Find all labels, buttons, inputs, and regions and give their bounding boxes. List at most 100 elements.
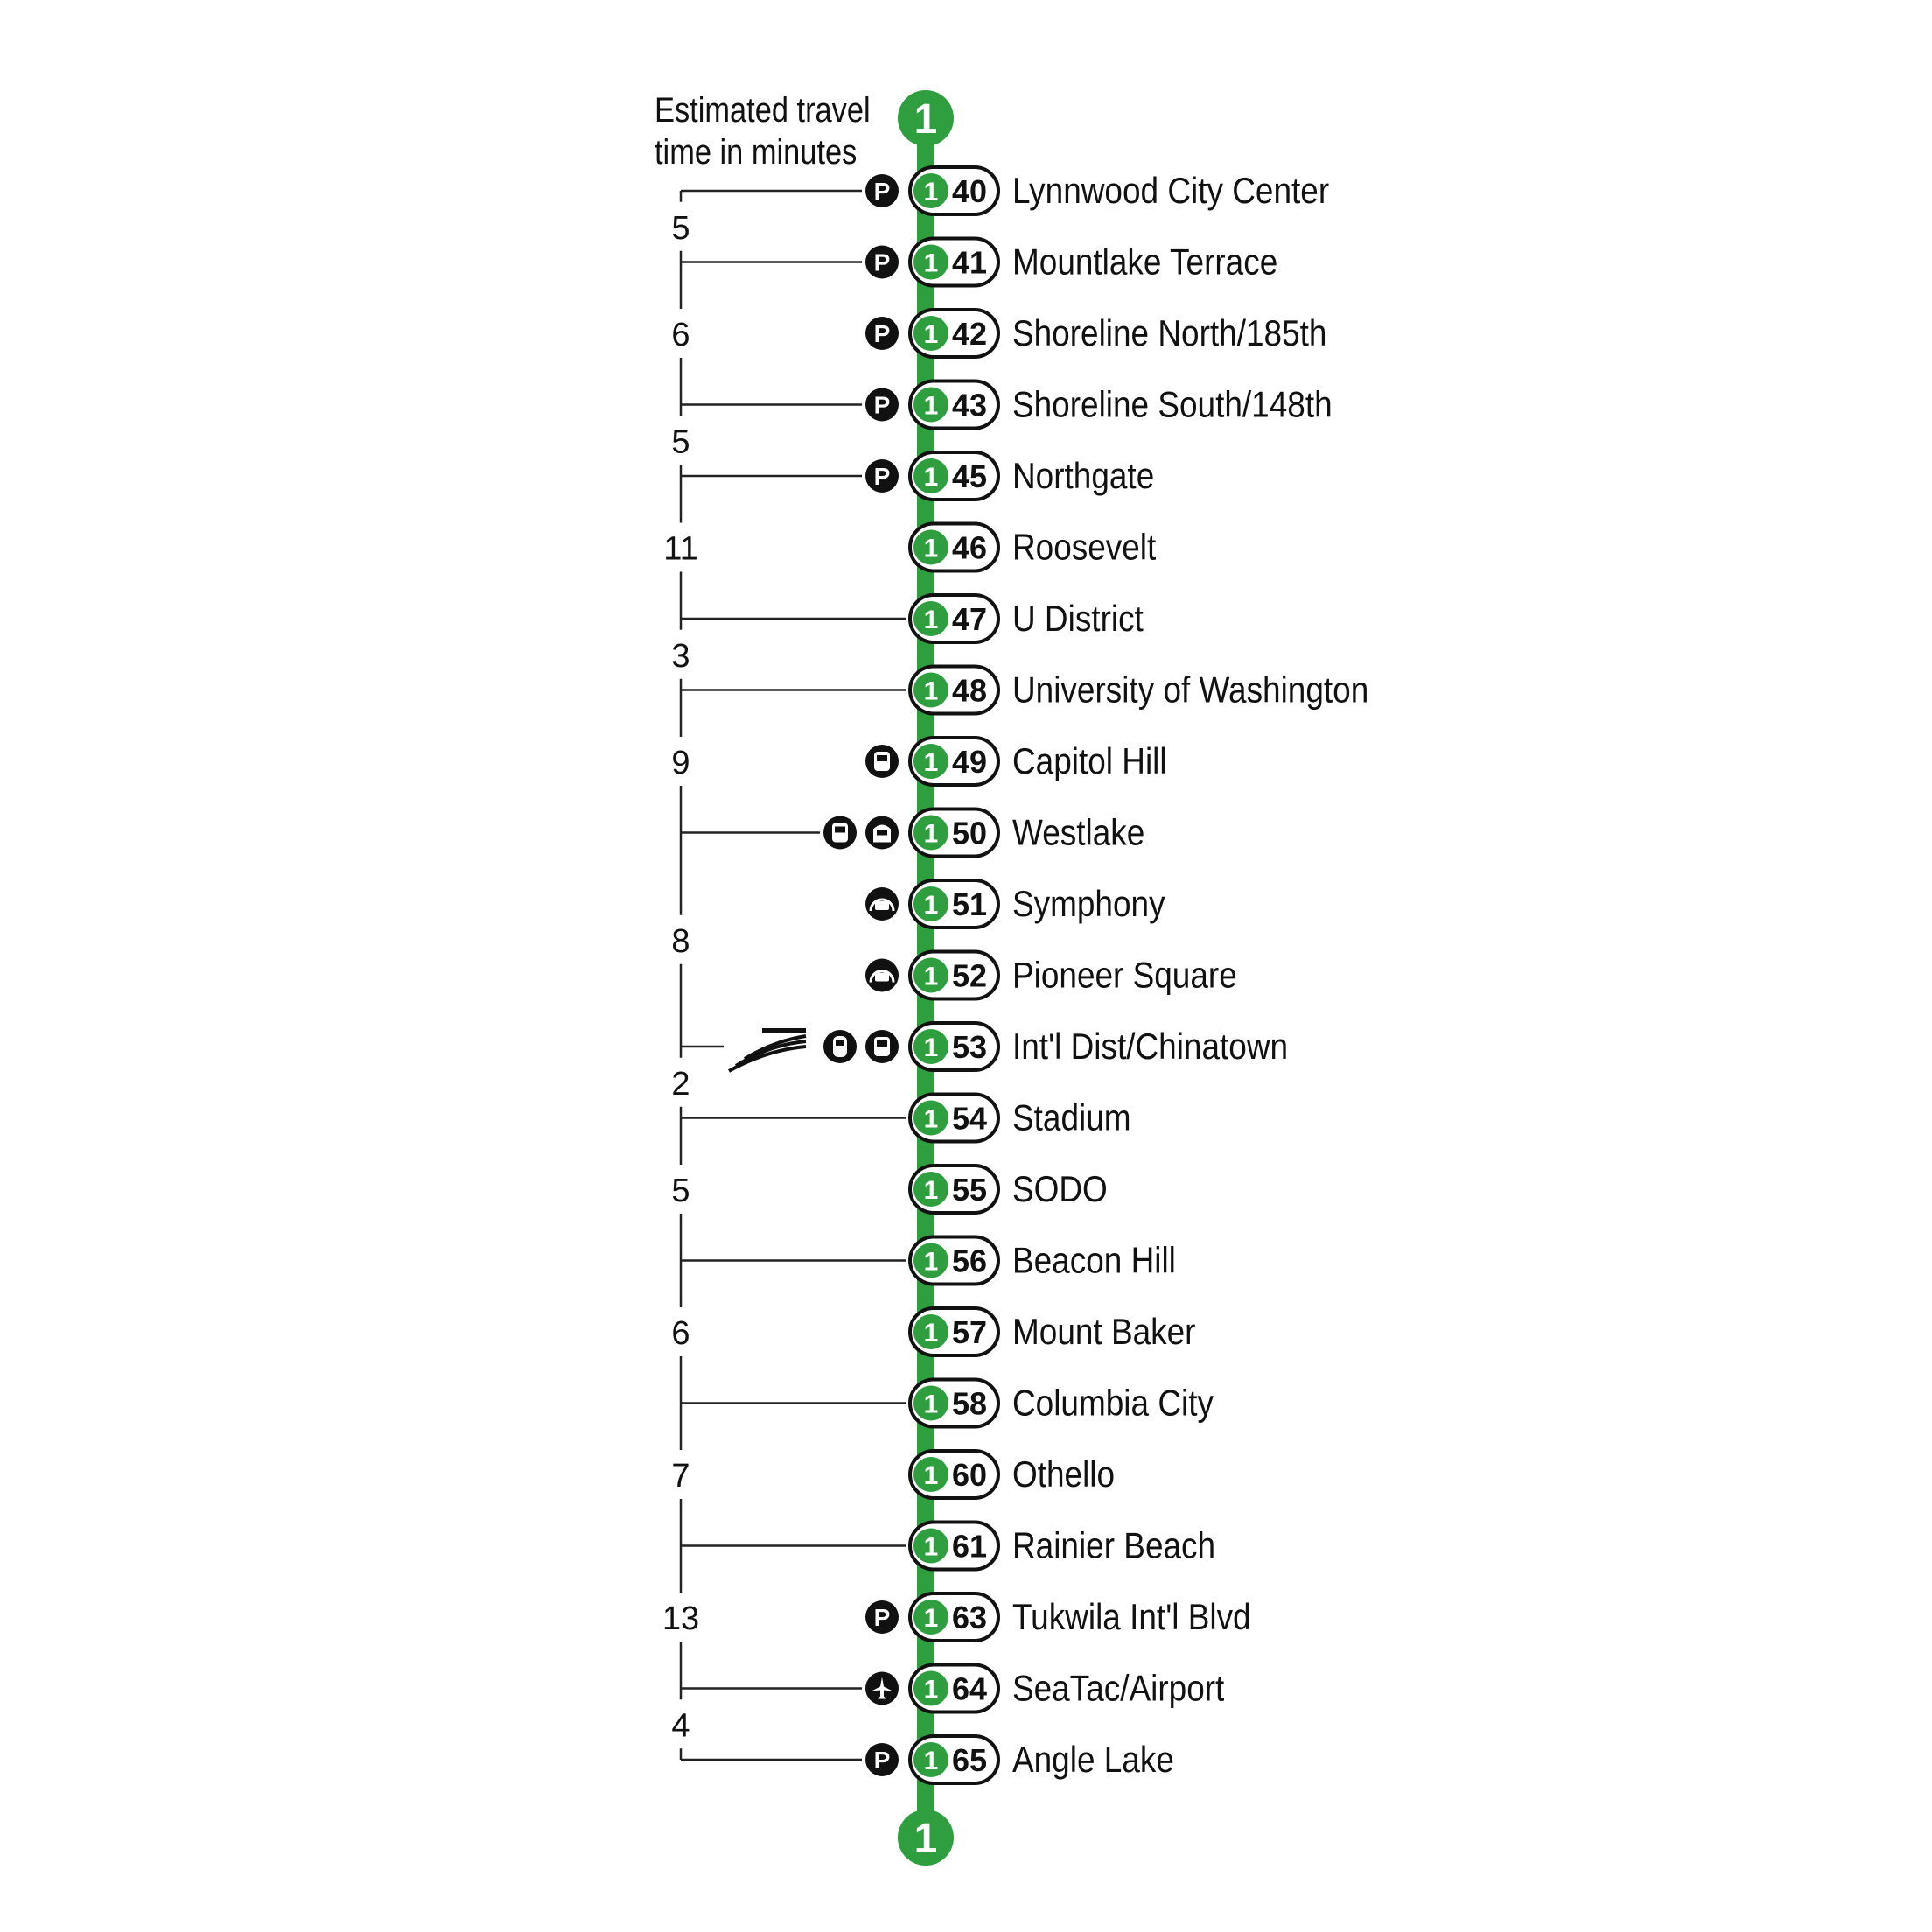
station-name[interactable]: Beacon Hill	[1012, 1240, 1176, 1281]
station-line-dot	[914, 1742, 948, 1777]
station-name[interactable]: Stadium	[1012, 1097, 1131, 1138]
station-name[interactable]: Mount Baker	[1012, 1312, 1195, 1353]
amtrak-icon	[728, 1028, 807, 1073]
station-line-dot	[914, 1029, 948, 1064]
station-name[interactable]: Westlake	[1012, 812, 1144, 853]
station-name[interactable]: SODO	[1012, 1169, 1108, 1210]
station-line-number: 1	[924, 1105, 939, 1134]
station-line-number: 1	[924, 962, 939, 991]
travel-time-minutes-label: 5	[671, 424, 690, 460]
station-line-dot	[914, 1100, 948, 1136]
icon-disk	[865, 174, 899, 207]
station-name[interactable]: Angle Lake	[1012, 1740, 1174, 1781]
travel-time-minutes-label: 2	[671, 1066, 690, 1102]
travel-time-minutes-label: 13	[662, 1600, 699, 1637]
tunnel-icon-arch	[869, 970, 895, 983]
station-line-number: 1	[924, 1248, 939, 1277]
parking-icon: P	[865, 174, 899, 207]
station-line-number: 1	[924, 1319, 939, 1348]
station-code: 48	[952, 673, 987, 709]
travel-time-minutes-label: 6	[671, 317, 690, 354]
station-name[interactable]: Columbia City	[1012, 1382, 1214, 1424]
station-code: 40	[952, 173, 987, 209]
station-line-dot	[914, 672, 948, 708]
station-line-number: 1	[924, 606, 939, 634]
station-name[interactable]: Symphony	[1012, 884, 1166, 925]
station-line-dot	[914, 1242, 948, 1278]
station-64[interactable]: 1 64 SeaTac/Airport	[681, 1662, 1224, 1714]
station-name[interactable]: Capitol Hill	[1012, 741, 1167, 782]
station-line-dot	[914, 316, 948, 351]
parking-icon: P	[865, 245, 899, 279]
parking-icon-letter: P	[874, 463, 891, 490]
icon-disk	[865, 1600, 899, 1634]
station-code: 65	[952, 1742, 987, 1778]
station-name[interactable]: U District	[1012, 598, 1144, 640]
parking-icon-letter: P	[874, 1604, 891, 1631]
monorail-icon	[865, 816, 899, 850]
tunnel-icon-bus	[875, 972, 889, 982]
streetcar-icon	[865, 1030, 899, 1063]
station-name[interactable]: Othello	[1012, 1454, 1115, 1495]
station-line-dot	[914, 1314, 948, 1349]
station-line-number: 1	[924, 1533, 939, 1562]
station-line-dot	[914, 601, 948, 636]
parking-icon: P	[865, 1743, 899, 1776]
station-line-dot	[914, 1172, 948, 1207]
station-line-dot	[914, 387, 948, 423]
station-line-number: 1	[924, 1676, 939, 1704]
station-61[interactable]: 1 61 Rainier Beach	[681, 1520, 1215, 1572]
station-line-number: 1	[924, 748, 939, 777]
station-name[interactable]: Mountlake Terrace	[1012, 242, 1278, 283]
airplane-icon-shape	[872, 1676, 892, 1699]
airport-icon	[865, 1671, 899, 1705]
station-name[interactable]: SeaTac/Airport	[1012, 1668, 1224, 1709]
line-badge-label: 1	[914, 1816, 938, 1862]
station-name[interactable]: Pioneer Square	[1012, 955, 1237, 996]
line-badge-bottom: 1	[898, 1810, 954, 1866]
station-name[interactable]: University of Washington	[1012, 669, 1368, 710]
station-name[interactable]: Int'l Dist/Chinatown	[1012, 1026, 1288, 1068]
tunnel-icon-arch	[869, 898, 895, 912]
station-name[interactable]: Rainier Beach	[1012, 1525, 1215, 1566]
streetcar-icon-window	[877, 755, 887, 761]
station-code: 41	[952, 245, 987, 281]
station-name[interactable]: Tukwila Int'l Blvd	[1012, 1597, 1251, 1638]
travel-time-minutes-label: 8	[671, 923, 690, 960]
station-name[interactable]: Shoreline South/148th	[1012, 384, 1333, 425]
travel-time-minutes-label: 9	[671, 745, 690, 781]
parking-icon: P	[865, 459, 899, 493]
station-name[interactable]: Roosevelt	[1012, 527, 1156, 568]
line-badge-top: 1	[898, 90, 954, 146]
station-line-number: 1	[924, 535, 939, 564]
legend-line-1: Estimated travel	[654, 91, 871, 130]
station-name[interactable]: Lynnwood City Center	[1012, 171, 1329, 212]
station-code: 64	[952, 1671, 987, 1707]
streetcar-icon	[823, 816, 857, 850]
station-name[interactable]: Northgate	[1012, 456, 1154, 497]
station-code: 61	[952, 1529, 987, 1564]
station-name[interactable]: Shoreline North/185th	[1012, 313, 1326, 354]
